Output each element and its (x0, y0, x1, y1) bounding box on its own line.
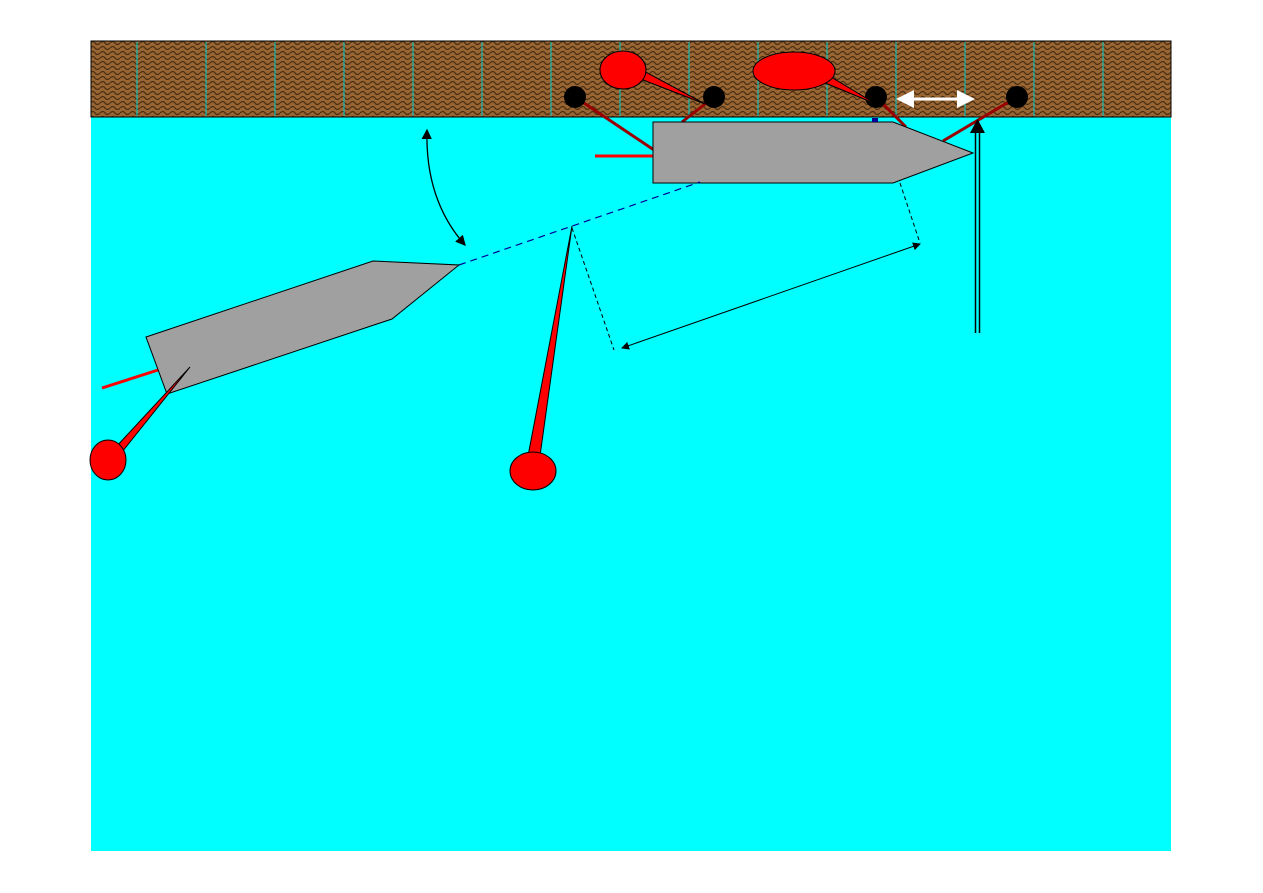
approach-arrow-icon (970, 119, 985, 333)
bollard-icon (865, 86, 887, 108)
bollard-icon (564, 86, 586, 108)
dashed-extension (899, 182, 921, 244)
angle-arrow-icon (421, 128, 466, 246)
bollard-icon (1006, 86, 1028, 108)
ship-moored (652, 121, 975, 184)
anchor-icon (89, 366, 191, 481)
heading-line (458, 181, 701, 266)
ship-approaching (145, 260, 461, 395)
water (91, 117, 1171, 851)
callout-icon (752, 51, 877, 105)
callout-icon (599, 50, 706, 105)
bollard-icon (703, 86, 725, 108)
stern-line (101, 368, 159, 390)
dashed-extension (571, 227, 615, 351)
distance-arrow-icon (621, 242, 921, 350)
anchor-icon (509, 225, 573, 491)
